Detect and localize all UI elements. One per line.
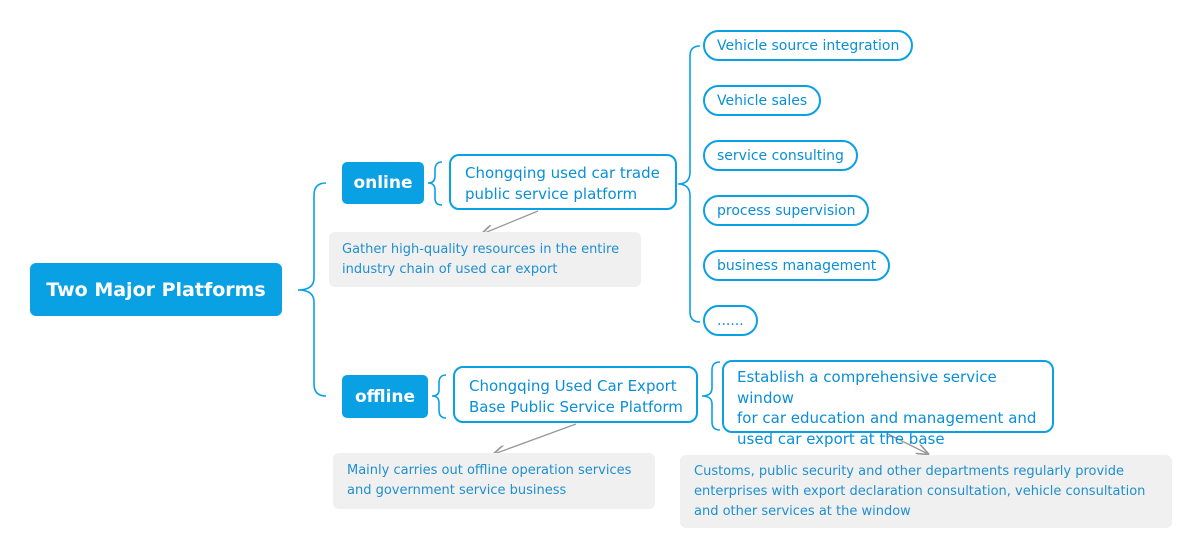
offline-platform-line-2: Base Public Service Platform <box>469 398 683 416</box>
function-label: business management <box>717 257 877 274</box>
offline-platform-node: Chongqing Used Car Export Base Public Se… <box>453 366 698 423</box>
function-pill-ellipsis: ...... <box>703 305 758 336</box>
offline-platform-line-1: Chongqing Used Car Export <box>469 377 677 395</box>
service-window-line-3: used car export at the base <box>737 429 945 448</box>
offline-tag-label: offline <box>354 386 416 407</box>
window-brace <box>701 361 721 431</box>
window-note-arrow <box>887 433 928 454</box>
service-window-line-2: for car education and management and <box>737 409 1037 427</box>
online-platform-node: Chongqing used car trade public service … <box>449 154 677 210</box>
function-pill-business-management: business management <box>703 250 891 281</box>
service-window-line-1: Establish a comprehensive service window <box>737 368 997 407</box>
offline-note-line-2: and government service business <box>347 483 567 498</box>
online-note-line-1: Gather high-quality resources in the ent… <box>342 242 620 257</box>
functions-brace <box>677 45 701 323</box>
online-note: Gather high-quality resources in the ent… <box>329 232 641 287</box>
online-tag: online <box>342 162 424 204</box>
offline-note: Mainly carries out offline operation ser… <box>333 453 655 509</box>
service-window-note-line-3: and other services at the window <box>694 504 911 519</box>
function-label: Vehicle sales <box>717 92 808 109</box>
offline-tag: offline <box>342 375 428 418</box>
service-window-note-line-1: Customs, public security and other depar… <box>694 464 1125 479</box>
offline-note-arrow <box>494 423 577 454</box>
online-tag-label: online <box>353 173 413 193</box>
offline-brace <box>431 374 447 419</box>
online-note-arrow <box>482 210 539 234</box>
function-pill-service-consulting: service consulting <box>703 140 858 171</box>
function-label: ...... <box>717 312 744 329</box>
online-brace <box>427 161 443 206</box>
root-brace <box>297 182 327 397</box>
online-platform-line-1: Chongqing used car trade <box>465 164 660 182</box>
function-label: Vehicle source integration <box>717 37 900 54</box>
function-pill-vehicle-sales: Vehicle sales <box>703 85 822 116</box>
function-label: process supervision <box>717 202 856 219</box>
root-label: Two Major Platforms <box>46 278 266 301</box>
service-window-note: Customs, public security and other depar… <box>680 455 1172 528</box>
online-note-line-2: industry chain of used car export <box>342 262 558 277</box>
function-pill-vehicle-source: Vehicle source integration <box>703 30 914 61</box>
root-node: Two Major Platforms <box>30 263 282 316</box>
offline-note-line-1: Mainly carries out offline operation ser… <box>347 463 632 478</box>
function-label: service consulting <box>717 147 844 164</box>
online-platform-line-2: public service platform <box>465 185 638 203</box>
function-pill-process-supervision: process supervision <box>703 195 870 226</box>
service-window-note-line-2: enterprises with export declaration cons… <box>694 484 1146 499</box>
service-window-node: Establish a comprehensive service window… <box>722 360 1054 448</box>
